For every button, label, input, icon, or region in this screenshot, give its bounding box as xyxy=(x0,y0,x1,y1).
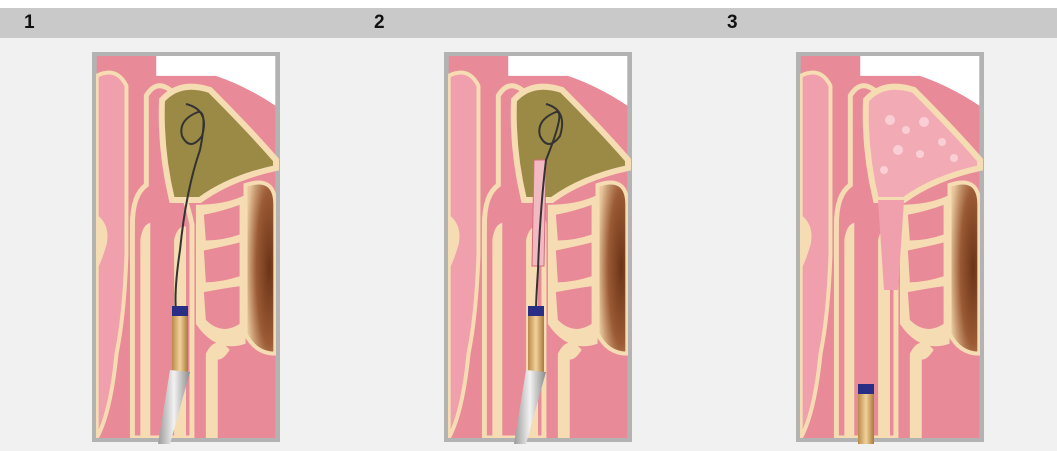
header-bar xyxy=(0,8,1057,38)
step-number-3: 3 xyxy=(727,8,738,38)
step-number-1: 1 xyxy=(24,8,35,38)
panel-step-1 xyxy=(90,50,282,444)
step-number-2: 2 xyxy=(374,8,385,38)
balloon-catheter-icon xyxy=(858,384,874,444)
panel-step-2 xyxy=(442,50,634,444)
panel-step-3 xyxy=(794,50,986,444)
